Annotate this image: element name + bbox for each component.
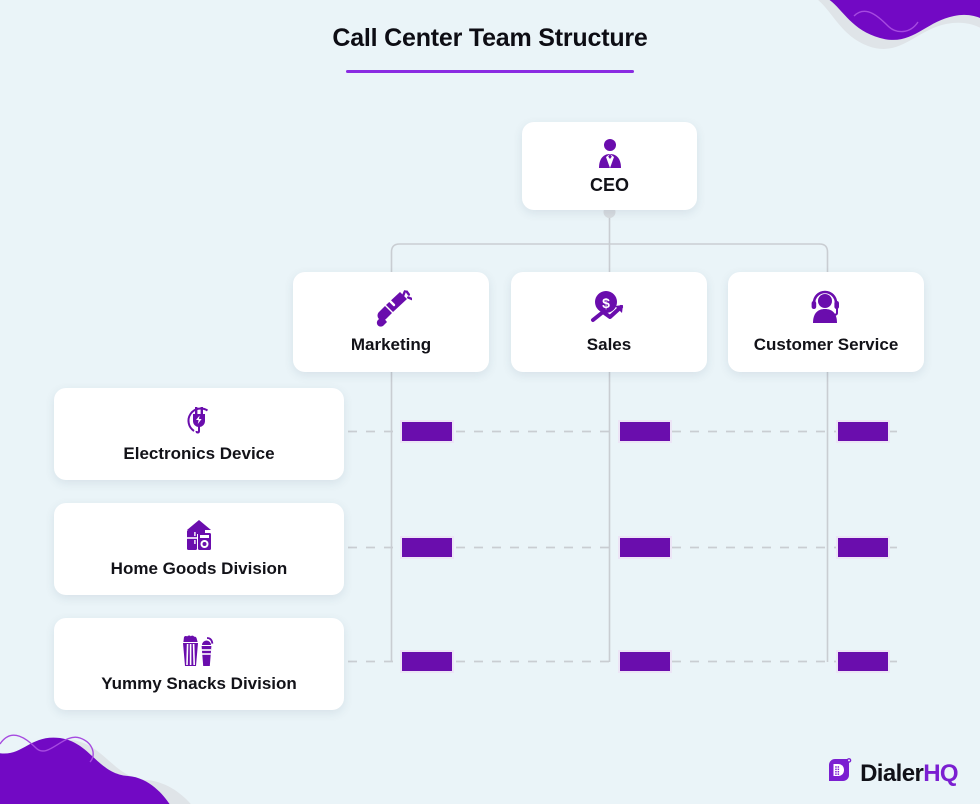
- department-bus-line: [390, 243, 829, 272]
- matrix-node-home-goods-customer-service[interactable]: [836, 536, 890, 559]
- node-card-sales[interactable]: $ Sales: [511, 272, 707, 372]
- logo-text-accent: HQ: [923, 759, 958, 787]
- headset-agent-icon: [807, 289, 845, 327]
- node-card-electronics-device[interactable]: Electronics Device: [54, 388, 344, 480]
- title-underline-rule: [346, 70, 634, 73]
- node-label-marketing: Marketing: [350, 335, 432, 354]
- matrix-node-electronics-sales[interactable]: [618, 420, 672, 443]
- matrix-node-yummy-snacks-sales[interactable]: [618, 650, 672, 673]
- node-label-yummy-snacks-division: Yummy Snacks Division: [101, 674, 297, 693]
- node-card-marketing[interactable]: Marketing: [293, 272, 489, 372]
- dialerhq-logo[interactable]: DialerHQ: [825, 757, 959, 790]
- executive-person-icon: [593, 137, 627, 171]
- node-card-customer-service[interactable]: Customer Service: [728, 272, 924, 372]
- matrix-node-yummy-snacks-marketing[interactable]: [400, 650, 454, 673]
- dialerhq-logo-icon: [825, 757, 853, 790]
- node-label-sales: Sales: [586, 335, 632, 354]
- node-label-customer-service: Customer Service: [753, 335, 899, 354]
- dollar-coin-growth-arrow-icon: $: [588, 289, 630, 327]
- megaphone-icon: [370, 289, 414, 327]
- popcorn-drink-icon: [180, 634, 218, 668]
- node-card-home-goods-division[interactable]: Home Goods Division: [54, 503, 344, 595]
- matrix-node-home-goods-sales[interactable]: [618, 536, 672, 559]
- logo-text-primary: Dialer: [860, 759, 924, 787]
- matrix-node-home-goods-marketing[interactable]: [400, 536, 454, 559]
- power-plug-icon: [181, 404, 217, 438]
- page-title: Call Center Team Structure: [332, 24, 648, 52]
- svg-text:$: $: [602, 295, 610, 311]
- dialerhq-logo-text: DialerHQ: [860, 759, 959, 787]
- node-card-ceo[interactable]: CEO: [522, 122, 697, 210]
- page-header: Call Center Team Structure: [0, 24, 980, 73]
- matrix-node-yummy-snacks-customer-service[interactable]: [836, 650, 890, 673]
- node-label-ceo: CEO: [589, 174, 629, 195]
- node-label-electronics-device: Electronics Device: [123, 444, 275, 463]
- matrix-node-electronics-customer-service[interactable]: [836, 420, 890, 443]
- house-appliances-icon: [180, 519, 218, 553]
- node-card-yummy-snacks-division[interactable]: Yummy Snacks Division: [54, 618, 344, 710]
- matrix-node-electronics-marketing[interactable]: [400, 420, 454, 443]
- node-label-home-goods-division: Home Goods Division: [110, 559, 288, 578]
